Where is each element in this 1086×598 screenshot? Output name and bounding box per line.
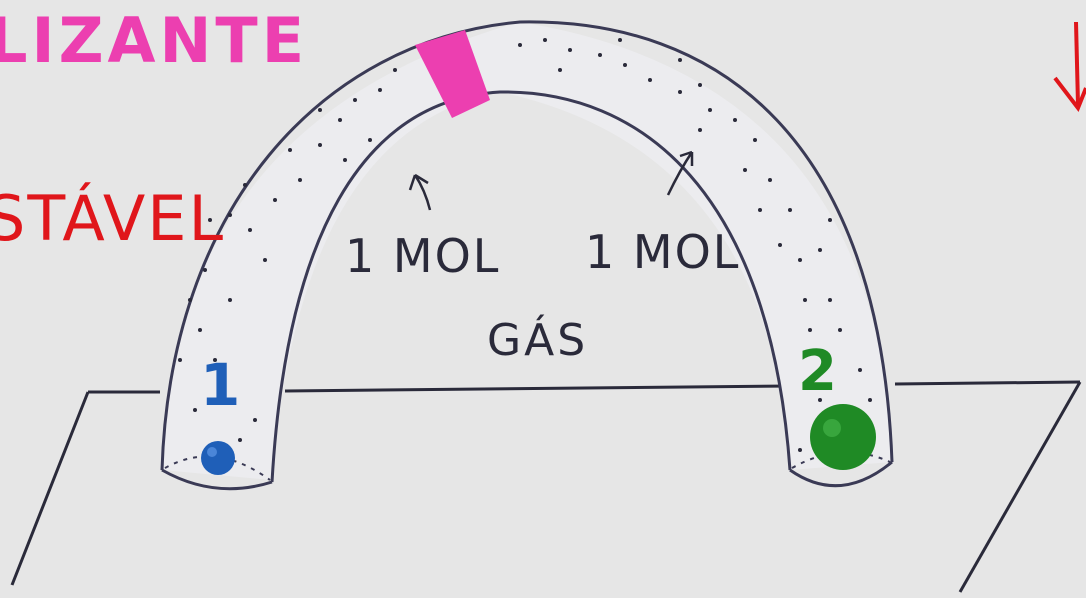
gas-dot (678, 90, 682, 94)
gas-dot (568, 48, 572, 52)
gas-dot (618, 38, 622, 42)
marker-2-label: 2 (798, 339, 837, 404)
gas-dot (828, 298, 832, 302)
gas-dot (318, 143, 322, 147)
gas-dot (698, 128, 702, 132)
gas-dot (178, 358, 182, 362)
gas-dot (743, 168, 747, 172)
mol-right-label: 1 MOL (585, 225, 740, 279)
gas-dot (353, 98, 357, 102)
gas-dot (338, 118, 342, 122)
gas-dot (188, 298, 192, 302)
gas-label: GÁS (487, 313, 588, 366)
gas-dot (768, 178, 772, 182)
gas-dot (803, 298, 807, 302)
gas-dot (753, 138, 757, 142)
gas-dot (368, 138, 372, 142)
gas-dot (298, 178, 302, 182)
gas-dot (648, 78, 652, 82)
gas-dot (288, 148, 292, 152)
green-sphere-highlight (823, 419, 841, 437)
gas-dot (598, 53, 602, 57)
gas-dot (788, 208, 792, 212)
gas-dot (858, 368, 862, 372)
gas-dot (828, 218, 832, 222)
gas-dot (758, 208, 762, 212)
gas-dot (798, 258, 802, 262)
green-sphere-2 (810, 404, 876, 470)
gas-dot (798, 448, 802, 452)
gas-dot (808, 328, 812, 332)
gas-dot (318, 108, 322, 112)
gas-dot (818, 248, 822, 252)
gas-dot (248, 228, 252, 232)
gas-dot (378, 88, 382, 92)
gas-dot (238, 438, 242, 442)
gas-dot (868, 398, 872, 402)
gas-dot (558, 68, 562, 72)
gas-dot (518, 43, 522, 47)
gas-dot (243, 183, 247, 187)
gas-dot (543, 38, 547, 42)
red-heading: STÁVEL (0, 181, 225, 255)
down-arrow-icon (1055, 22, 1086, 108)
arrow-up-left-icon (410, 175, 430, 210)
marker-1-label: 1 (200, 351, 240, 419)
gas-dot (228, 213, 232, 217)
gas-dot (253, 418, 257, 422)
gas-dot (733, 118, 737, 122)
gas-dot (393, 68, 397, 72)
gas-dot (193, 408, 197, 412)
gas-dot (273, 198, 277, 202)
gas-dot (698, 83, 702, 87)
gas-dot (228, 298, 232, 302)
mol-left-label: 1 MOL (345, 229, 500, 283)
gas-dot (778, 243, 782, 247)
gas-dot (198, 328, 202, 332)
gas-dot (708, 108, 712, 112)
gas-dot (203, 268, 207, 272)
gas-dot (343, 158, 347, 162)
gas-dot (838, 328, 842, 332)
pink-heading: LIZANTE (0, 4, 308, 77)
gas-dot (263, 258, 267, 262)
gas-dot (678, 58, 682, 62)
blue-sphere-1 (201, 441, 235, 475)
blue-sphere-highlight (207, 447, 217, 457)
gas-dot (623, 63, 627, 67)
